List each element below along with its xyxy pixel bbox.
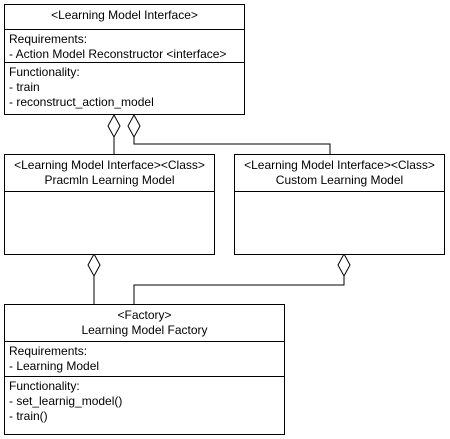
factory-requirement-item: - Learning Model: [9, 359, 100, 373]
factory-box-name: Learning Model Factory: [81, 323, 208, 337]
interface-box-header: <Learning Model Interface>: [5, 5, 244, 30]
interface-requirements-heading: Requirements:: [9, 32, 88, 46]
aggregation-diamond-interface-custom: [127, 113, 141, 139]
custom-box-stereotype: <Learning Model Interface><Class>: [244, 158, 435, 172]
factory-box-header: <Factory> Learning Model Factory: [5, 305, 284, 342]
factory-requirements-heading: Requirements:: [9, 344, 88, 358]
custom-box-header: <Learning Model Interface><Class> Custom…: [235, 155, 444, 192]
custom-learning-model-box[interactable]: <Learning Model Interface><Class> Custom…: [234, 154, 445, 255]
interface-box-title: <Learning Model Interface>: [51, 8, 198, 22]
aggregation-diamond-interface-pracmln: [107, 113, 121, 139]
factory-box[interactable]: <Factory> Learning Model Factory Require…: [4, 304, 285, 435]
connector-custom-factory: [133, 276, 345, 305]
interface-requirements-section: Requirements: - Action Model Reconstruct…: [5, 30, 244, 62]
custom-box-name: Custom Learning Model: [275, 173, 404, 187]
factory-functionality-heading: Functionality:: [9, 379, 80, 393]
aggregation-diamond-custom-factory: [337, 252, 351, 278]
interface-functionality-item: - reconstruct_action_model: [9, 95, 154, 109]
interface-functionality-section: Functionality: - train - reconstruct_act…: [5, 62, 244, 114]
factory-functionality-item: - train(): [9, 409, 48, 423]
pracmln-box-stereotype: <Learning Model Interface><Class>: [14, 158, 205, 172]
factory-functionality-item: - set_learnig_model(): [9, 394, 123, 408]
interface-functionality-heading: Functionality:: [9, 65, 80, 79]
factory-box-stereotype: <Factory>: [117, 308, 172, 322]
pracmln-box-header: <Learning Model Interface><Class> Pracml…: [5, 155, 214, 192]
factory-functionality-section: Functionality: - set_learnig_model() - t…: [5, 376, 284, 434]
pracmln-learning-model-box[interactable]: <Learning Model Interface><Class> Pracml…: [4, 154, 215, 255]
interface-functionality-item: - train: [9, 80, 40, 94]
interface-requirement-item: - Action Model Reconstructor <interface>: [9, 47, 227, 61]
pracmln-box-name: Pracmln Learning Model: [44, 173, 175, 187]
interface-box[interactable]: <Learning Model Interface> Requirements:…: [4, 4, 245, 115]
connector-interface-custom: [133, 137, 331, 155]
aggregation-diamond-pracmln-factory: [87, 252, 101, 278]
factory-requirements-section: Requirements: - Learning Model: [5, 342, 284, 376]
